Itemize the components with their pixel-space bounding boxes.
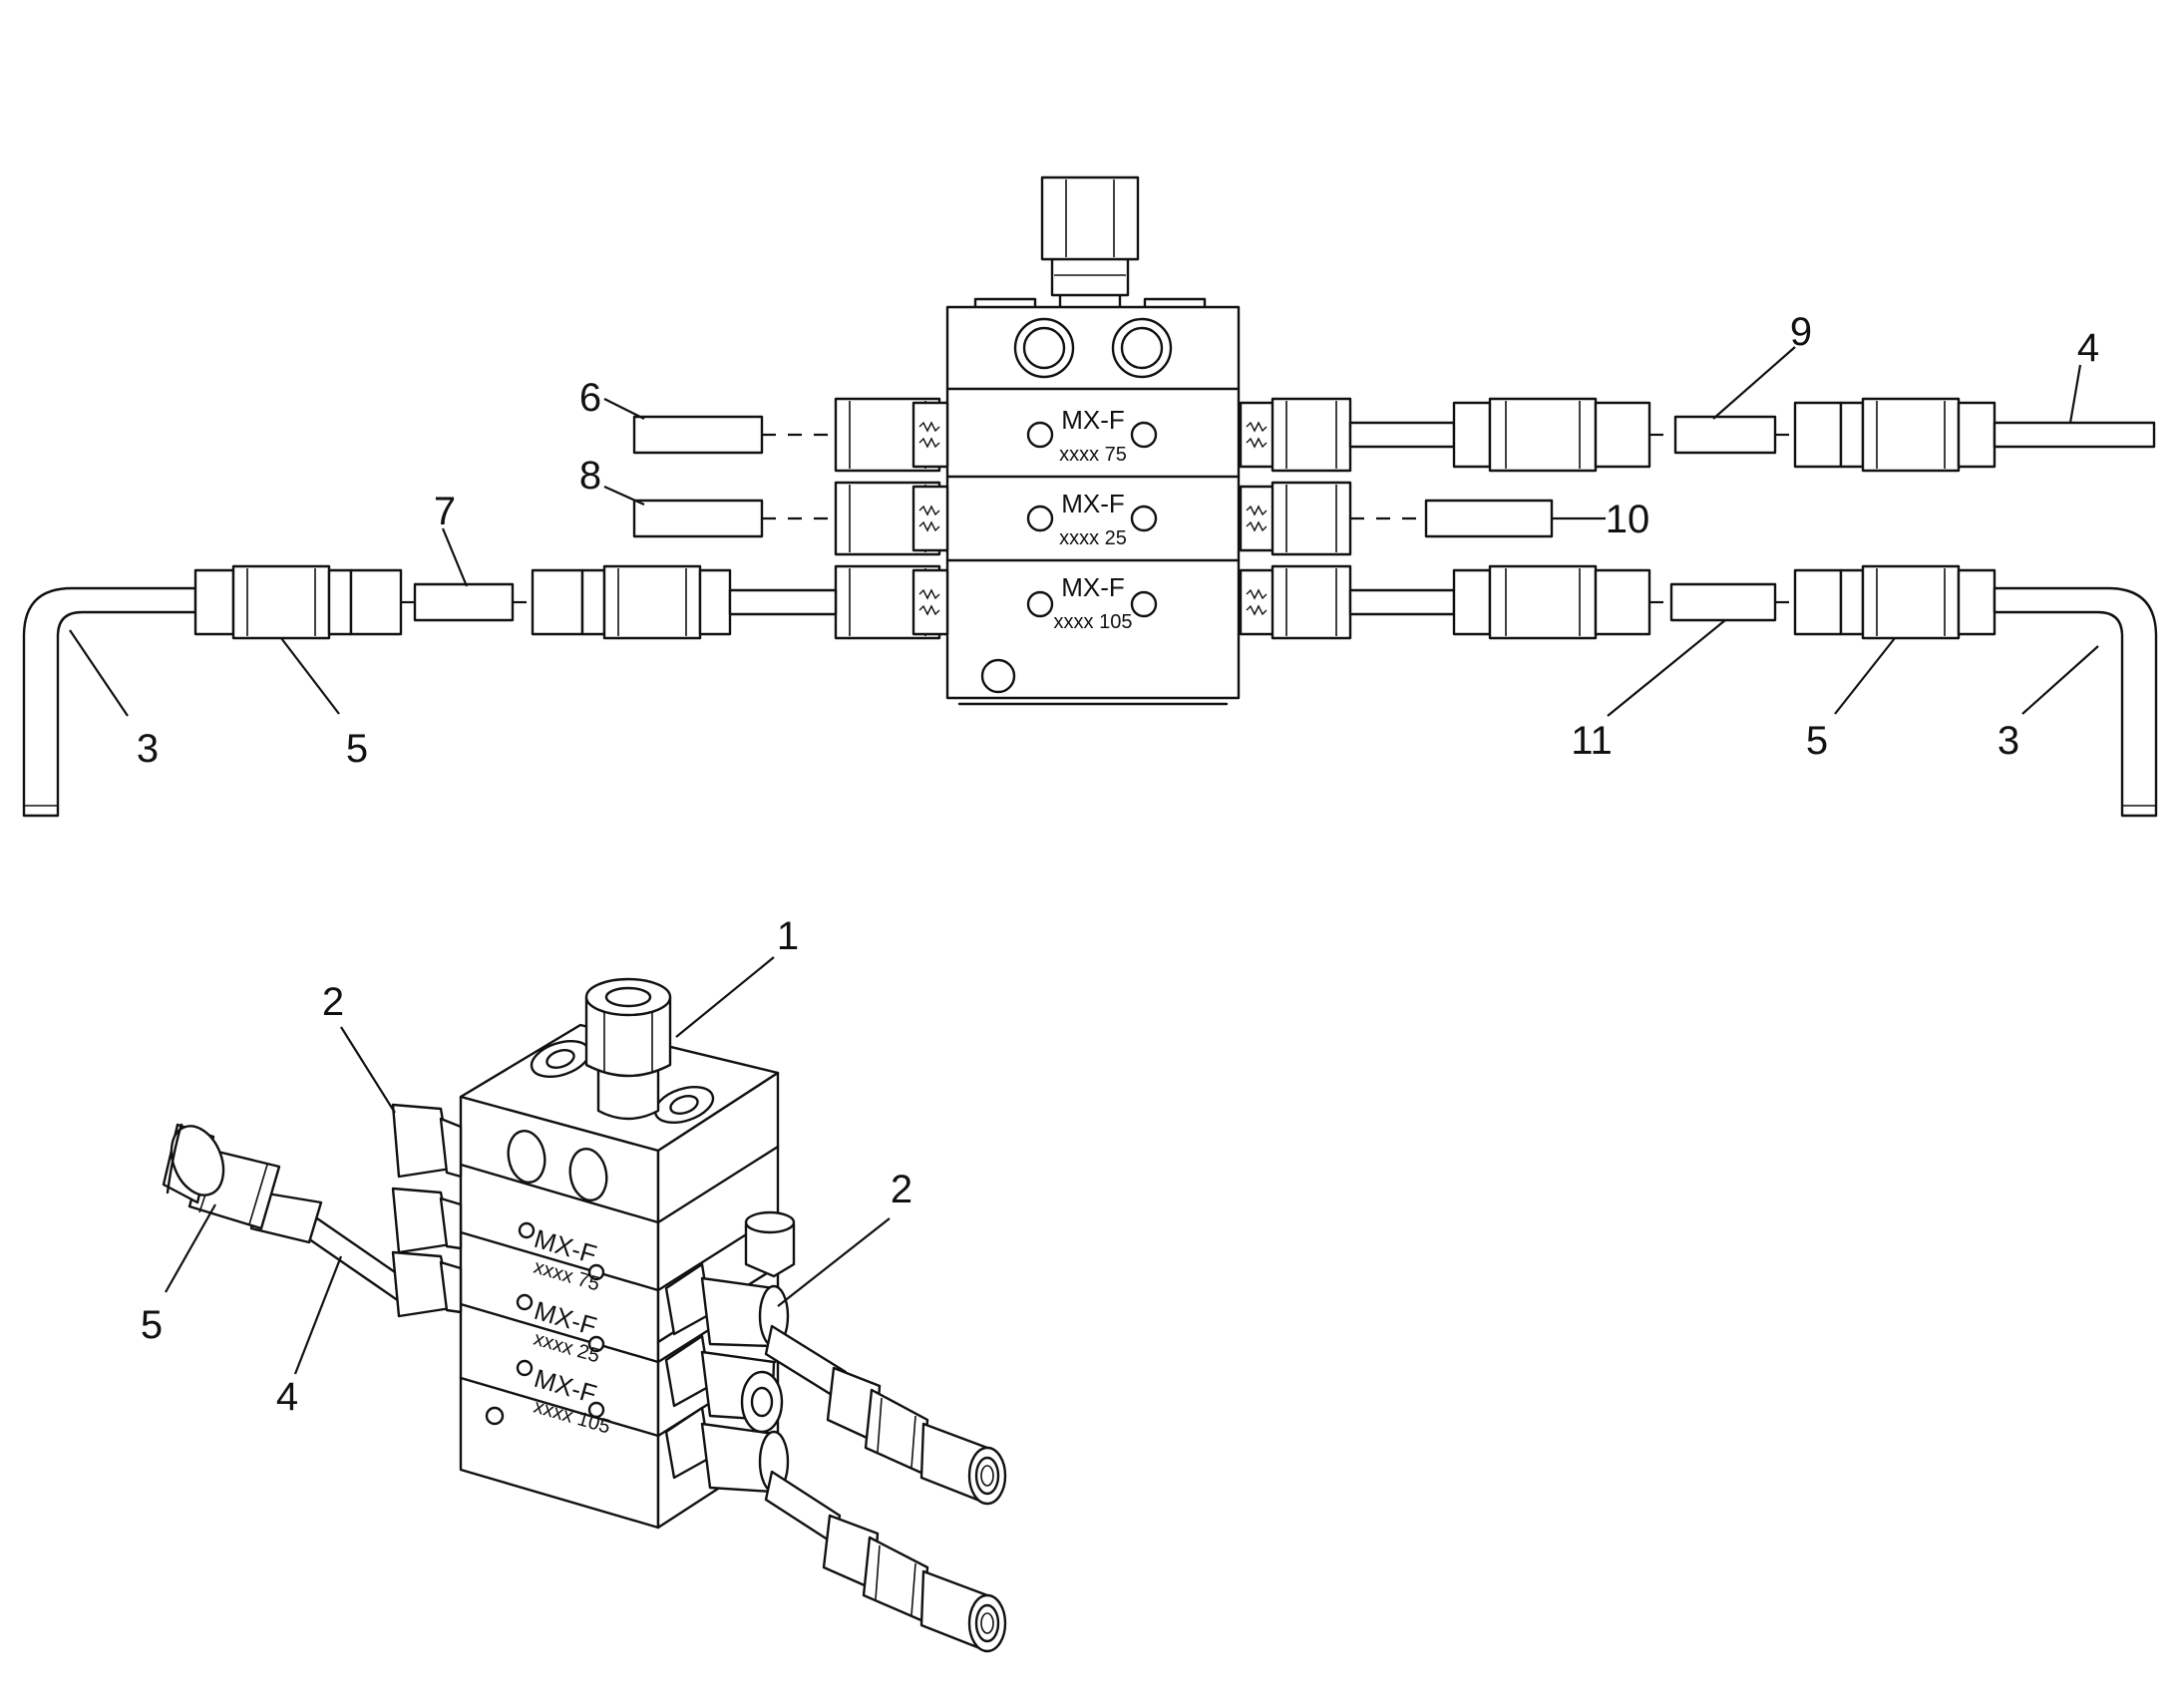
- divider-block: MX-F xxxx 75 MX-F xxxx 25 MX-F xxxx 105: [945, 297, 1241, 706]
- iso-leader-lines: [165, 956, 891, 1375]
- bottom-left-tube-run: [22, 564, 838, 818]
- callout-3-left: 3: [137, 727, 159, 771]
- callout-1: 1: [777, 914, 799, 958]
- iso-right-outlet-1: [664, 1262, 1007, 1506]
- bottom-right-tube-run: [1348, 564, 2158, 818]
- middle-row-placeholders: [632, 415, 1554, 538]
- callout-11: 11: [1571, 719, 1613, 763]
- inlet-fitting: [1040, 175, 1140, 313]
- iso-callouts: 1 2 2 5 4: [141, 914, 912, 1419]
- elevation-leader-lines: [69, 346, 2099, 717]
- part-11-placeholder: [1669, 582, 1777, 622]
- iso-inlet-fitting: [584, 977, 672, 1121]
- iso-side-plug: [744, 1210, 796, 1278]
- callout-4-top: 4: [2077, 326, 2099, 370]
- callout-2-right: 2: [891, 1168, 912, 1211]
- part-9-placeholder: [1673, 415, 1777, 455]
- iso-back-left-fittings: [391, 1103, 463, 1318]
- callout-3-right: 3: [1998, 719, 2019, 763]
- callout-4-iso: 4: [276, 1375, 298, 1419]
- section3-size-label: xxxx 105: [1054, 611, 1133, 633]
- section2-model-label: MX-F: [1061, 489, 1125, 518]
- left-outlet-fittings: [834, 397, 949, 640]
- elevation-callouts: 6 8 7 9 4 10 11 3 5 5 3: [137, 310, 2099, 771]
- callout-10: 10: [1606, 498, 1650, 541]
- callout-6: 6: [579, 376, 601, 420]
- iso-right-outlet-3: [664, 1406, 1007, 1653]
- part-7-placeholder: [413, 582, 515, 622]
- callout-2-left: 2: [322, 980, 344, 1024]
- section2-size-label: xxxx 25: [1059, 527, 1127, 549]
- part-6-placeholder: [632, 415, 764, 455]
- section1-size-label: xxxx 75: [1059, 444, 1127, 466]
- right-outlet-fittings: [1239, 397, 1352, 640]
- callout-7: 7: [434, 490, 456, 533]
- callout-9: 9: [1790, 310, 1812, 354]
- iso-right-outlet-2: [664, 1334, 784, 1434]
- section1-model-label: MX-F: [1061, 405, 1125, 435]
- callout-8: 8: [579, 454, 601, 498]
- callout-5-right: 5: [1806, 719, 1828, 763]
- part-8-placeholder: [632, 499, 764, 538]
- callout-5-left: 5: [346, 727, 368, 771]
- part-10-placeholder: [1424, 499, 1554, 538]
- iso-left-tube-assembly: [162, 1123, 429, 1314]
- section3-model-label: MX-F: [1061, 572, 1125, 602]
- elevation-view: MX-F xxxx 75 MX-F xxxx 25 MX-F xxxx 105: [22, 175, 2158, 818]
- callout-5-iso: 5: [141, 1303, 163, 1347]
- top-right-tube-run: [1348, 397, 2156, 473]
- isometric-view: MX-F xxxx 75 MX-F xxxx 25 MX-F xxxx 105: [141, 914, 1007, 1653]
